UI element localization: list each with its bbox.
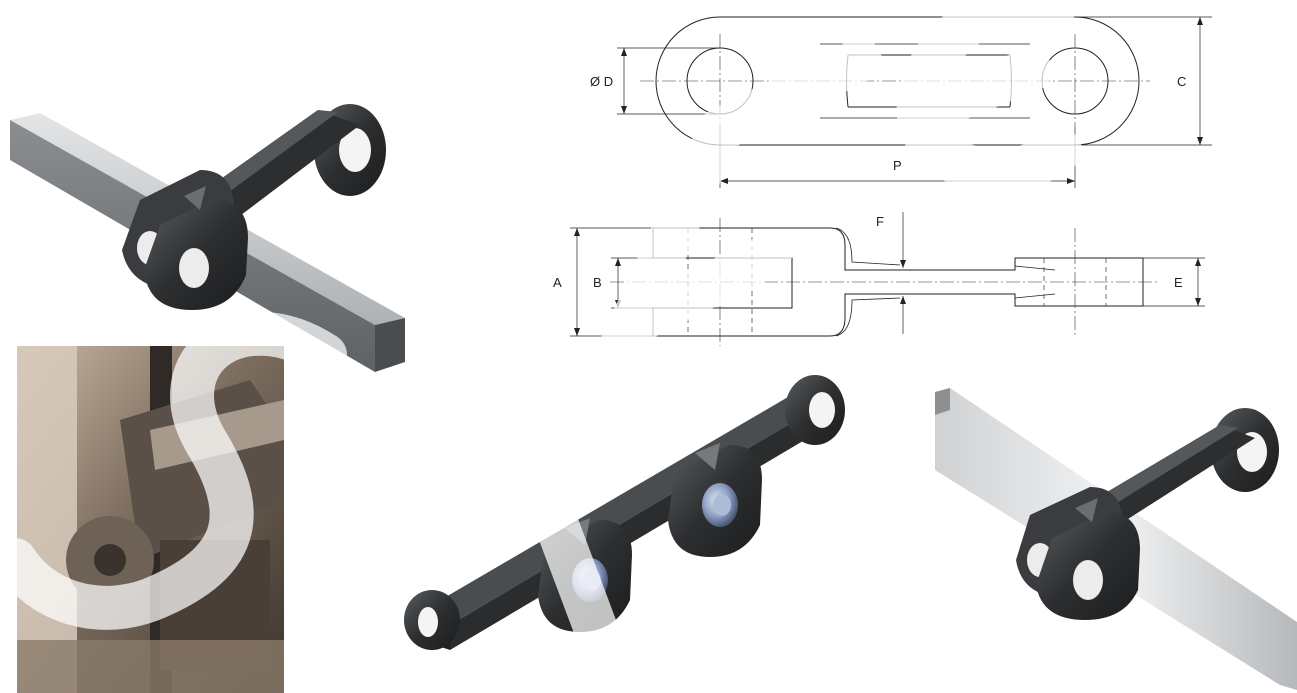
chain-assembly <box>404 375 845 650</box>
watermark-letter-f <box>538 38 882 502</box>
clevis-notch-right <box>1075 498 1098 522</box>
clevis-hole-front <box>179 248 209 288</box>
clevis-upper-prong <box>653 227 900 271</box>
square-bar-end <box>375 318 405 372</box>
dim-d-arrows <box>621 48 627 114</box>
clevis-hole-front-right <box>1073 560 1103 600</box>
watermark-letter-s <box>0 311 347 630</box>
clevis-shoulder-bottom <box>835 297 901 337</box>
clevis-shoulder-top <box>835 227 901 266</box>
photo-wall <box>17 346 77 693</box>
chain-link-with-flat-plate <box>935 388 1297 690</box>
chain-end-hole-left <box>418 607 438 637</box>
chain-end-hole-right <box>809 392 835 428</box>
watermark <box>0 0 1082 662</box>
watermark-letter-a <box>308 258 622 662</box>
label-f: F <box>876 214 884 229</box>
clevis-upper-prong-box <box>652 228 900 337</box>
photo-floor <box>17 640 284 693</box>
flat-plate-edge <box>935 388 950 415</box>
label-diameter-d: Ø D <box>590 74 613 89</box>
watermark-letter-e <box>896 0 1082 193</box>
label-b: B <box>593 275 602 290</box>
rear-eye-hole <box>339 128 371 172</box>
label-c: C <box>1177 74 1186 89</box>
joint-2-pin-core <box>713 494 731 516</box>
clevis-notch <box>184 186 206 210</box>
label-e: E <box>1174 275 1183 290</box>
joint-2-notch <box>695 443 720 470</box>
chain-link-with-square-bar <box>10 104 405 372</box>
shank-taper <box>1014 265 1056 299</box>
label-a: A <box>553 275 562 290</box>
label-pitch-p: P <box>893 158 902 173</box>
photo-sprocket-hub <box>94 544 126 576</box>
